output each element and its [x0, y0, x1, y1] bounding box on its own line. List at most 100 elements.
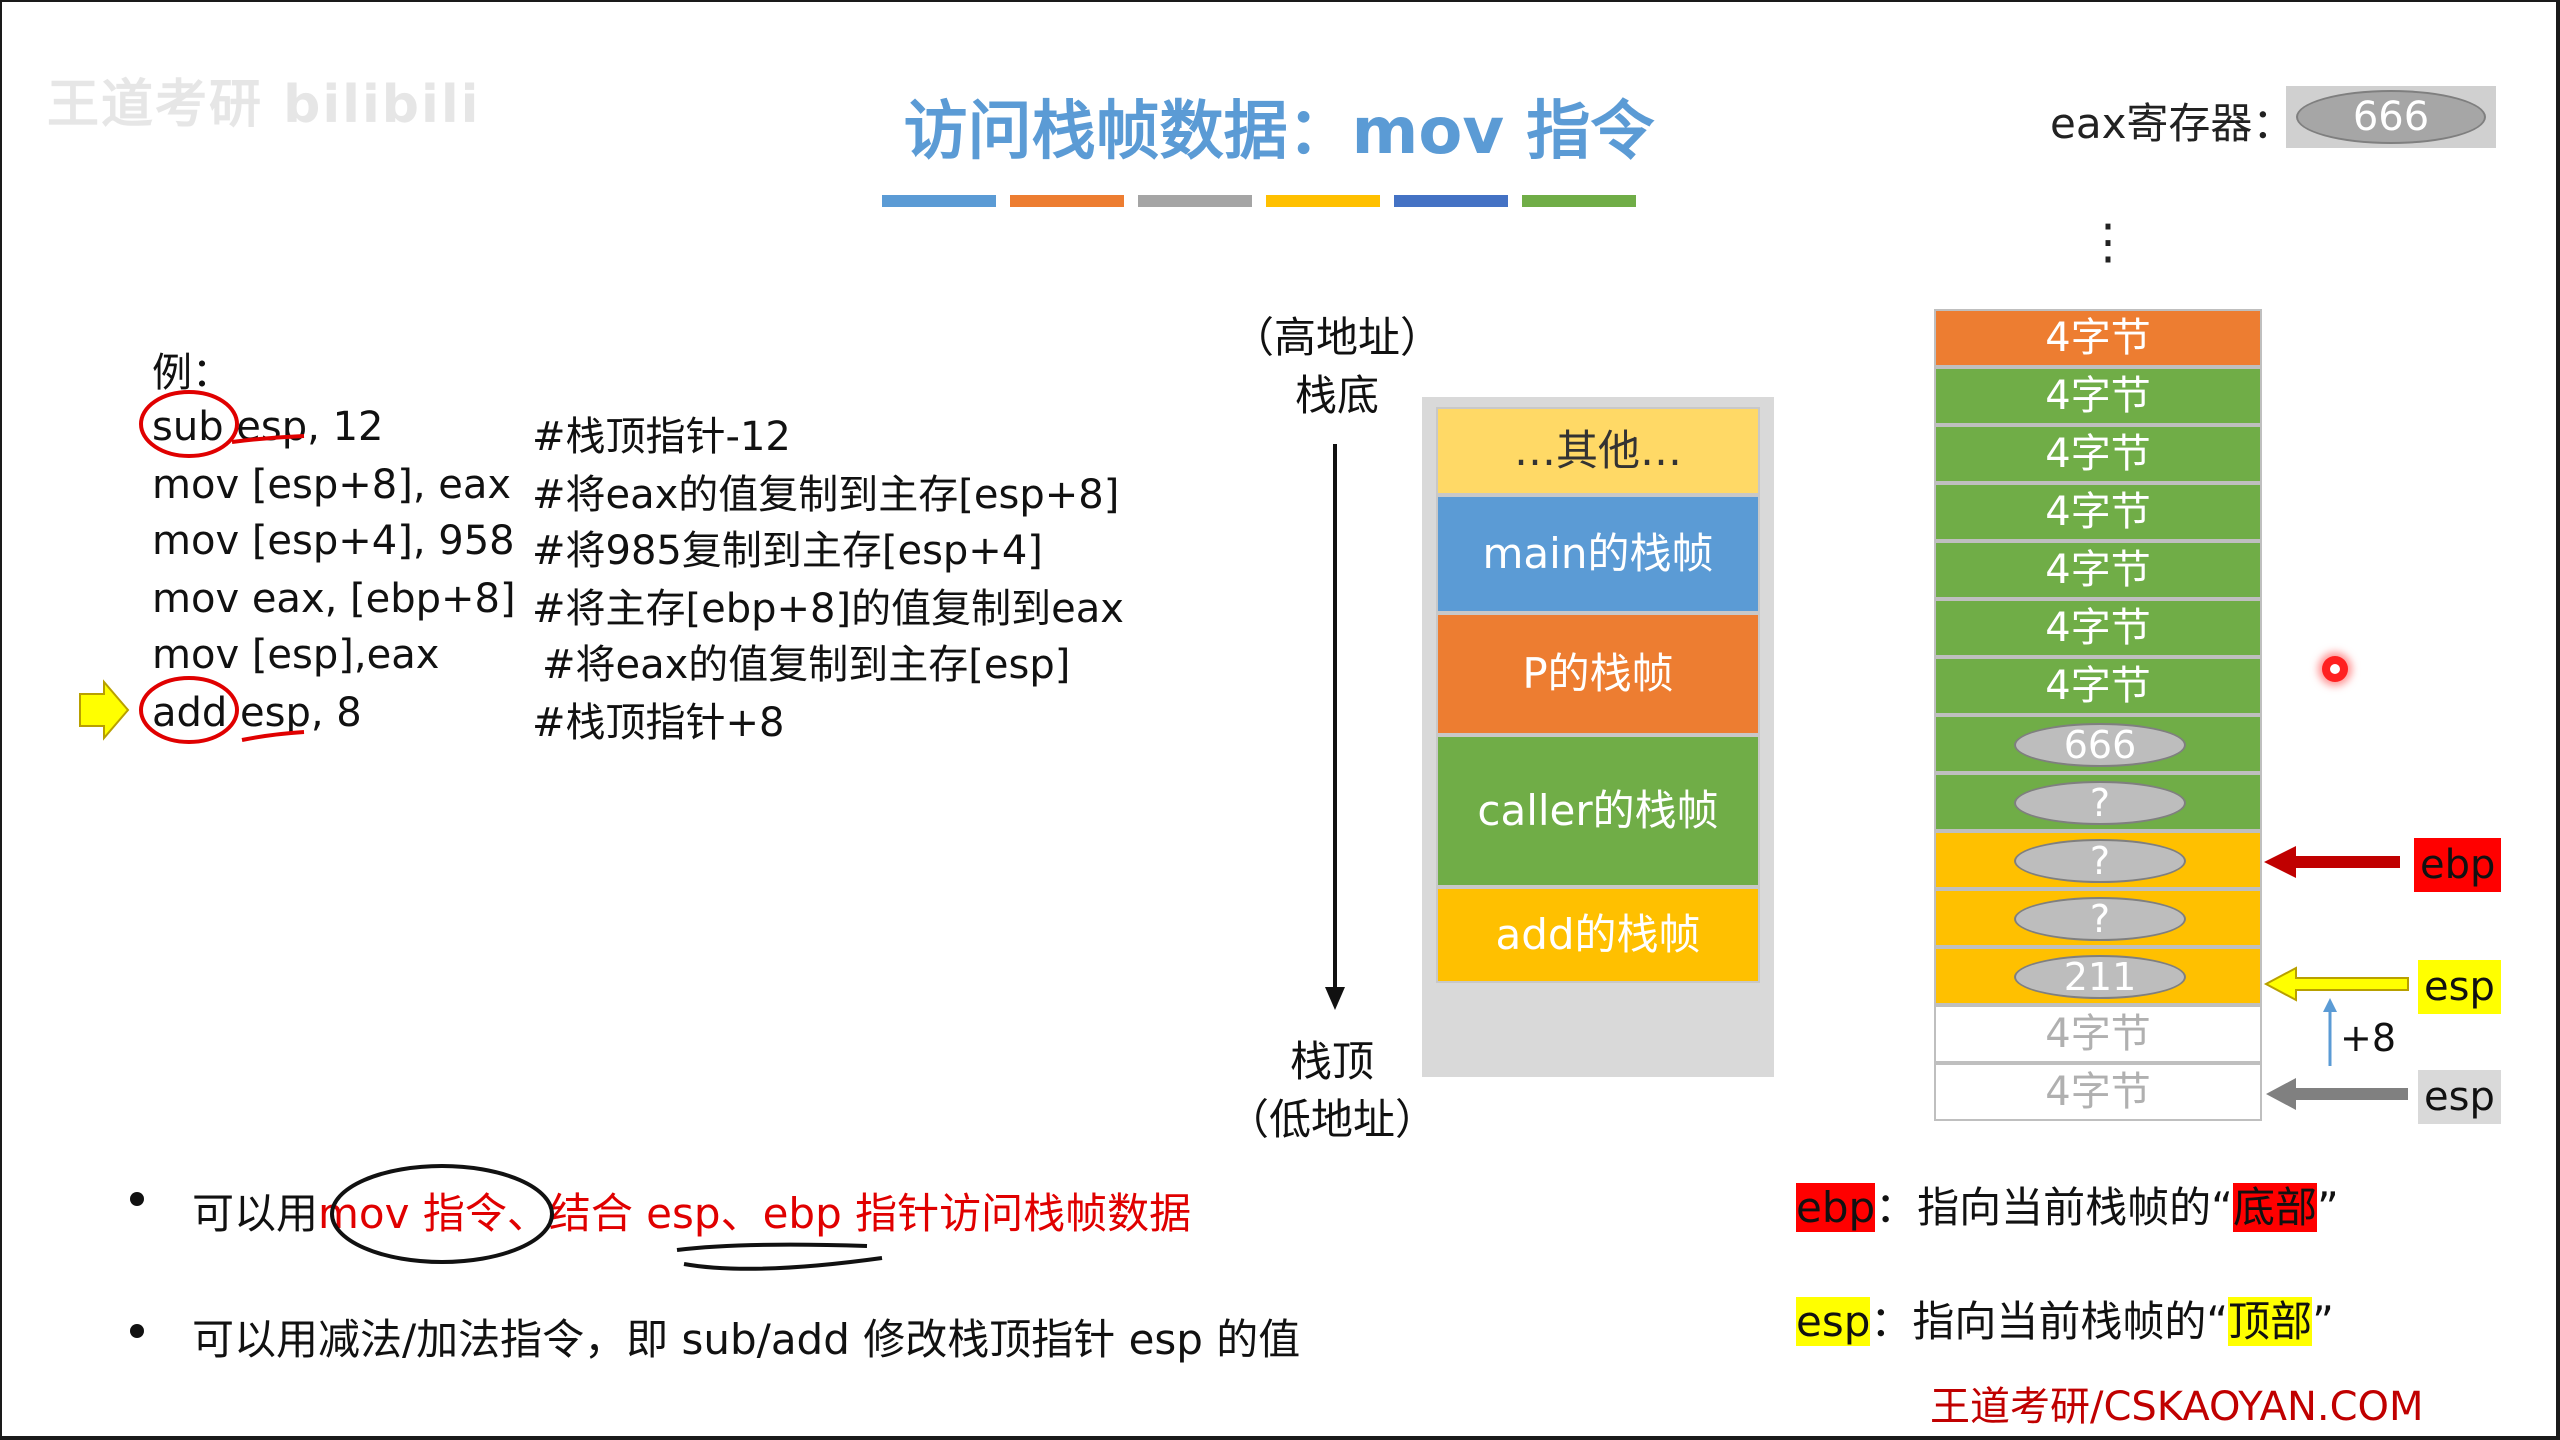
- title-color-bars: [882, 195, 1636, 207]
- offset-label: +8: [2340, 1016, 2397, 1060]
- eax-register-label: eax寄存器：: [2050, 99, 2295, 148]
- memory-cell-label-5: 4字节: [2045, 605, 2151, 651]
- memory-value-7: 666: [2014, 723, 2186, 767]
- bullet-annotations: [330, 1164, 883, 1271]
- memory-cell-label-3: 4字节: [2045, 489, 2151, 535]
- title-bar-3: [1266, 195, 1380, 207]
- ebp-pointer-label: ebp: [2414, 838, 2502, 892]
- title-bar-2: [1138, 195, 1252, 207]
- stack-direction-arrow: [1325, 444, 1345, 1010]
- bullet-1: 可以用mov 指令、结合 esp、ebp 指针访问栈帧数据: [192, 1180, 1191, 1241]
- code-comment-3: #将主存[ebp+8]的值复制到eax: [532, 586, 1124, 632]
- esp-ebp-underline-2: [683, 1256, 883, 1271]
- bullet-2: 可以用减法/加法指令，即 sub/add 修改栈顶指针 esp 的值: [192, 1315, 1301, 1364]
- sub-circle-mark: [139, 390, 239, 458]
- code-line-5: add esp, 8: [152, 690, 362, 736]
- memory-value-9: ?: [2014, 839, 2186, 883]
- memory-cell-2: 4字节: [1934, 425, 2262, 483]
- memory-cell-label-2: 4字节: [2045, 431, 2151, 477]
- low-address-label: （低地址）: [1226, 1095, 1437, 1144]
- esp-new-pointer-label: esp: [2418, 960, 2501, 1014]
- title-bar-1: [1010, 195, 1124, 207]
- ebp-arrow-icon: [2264, 846, 2400, 878]
- bullet-dot-1: [130, 1192, 144, 1206]
- esp-new-arrow-icon: [2263, 966, 2409, 1002]
- esp-note-text: ：指向当前栈帧的“: [1870, 1297, 2229, 1346]
- bullet-1-highlight: mov 指令、结合 esp、ebp 指针访问栈帧数据: [318, 1189, 1192, 1238]
- bullet-1-prefix: 可以用: [192, 1189, 319, 1238]
- stack-frame-0: …其他…: [1436, 407, 1760, 495]
- memory-cell-12: 4字节: [1934, 1005, 2262, 1063]
- memory-cell-11: 211: [1934, 947, 2262, 1005]
- code-comment-4: #将eax的值复制到主存[esp]: [542, 642, 1071, 688]
- stack-frame-3: caller的栈帧: [1436, 735, 1760, 887]
- memory-cell-label-4: 4字节: [2045, 547, 2151, 593]
- stack-frame-4: add的栈帧: [1436, 887, 1760, 983]
- bullet-dot-2: [130, 1324, 144, 1338]
- title-bar-5: [1522, 195, 1636, 207]
- memory-cell-label-1: 4字节: [2045, 373, 2151, 419]
- eax-register-value: 666: [2296, 90, 2486, 144]
- watermark: 王道考研 bilibili: [47, 75, 481, 135]
- memory-cell-13: 4字节: [1934, 1063, 2262, 1121]
- memory-cell-label-0: 4字节: [2045, 315, 2151, 361]
- esp-ebp-underline-1: [676, 1242, 868, 1252]
- code-comment-0: #栈顶指针-12: [532, 414, 791, 460]
- esp-underline-mark-2: [241, 730, 305, 742]
- memory-cell-9: ?: [1934, 831, 2262, 889]
- ebp-note-end: ”: [2316, 1183, 2339, 1232]
- memory-cell-10: ?: [1934, 889, 2262, 947]
- memory-cell-5: 4字节: [1934, 599, 2262, 657]
- memory-cell-8: ?: [1934, 773, 2262, 831]
- memory-cell-label-12: 4字节: [2045, 1011, 2151, 1057]
- memory-value-8: ?: [2014, 781, 2186, 825]
- page-title: 访问栈帧数据：mov 指令: [903, 95, 1655, 169]
- memory-ellipsis: ⋮: [2084, 214, 2132, 270]
- memory-cell-1: 4字节: [1934, 367, 2262, 425]
- title-bar-4: [1394, 195, 1508, 207]
- code-line-4: mov [esp],eax: [152, 632, 440, 678]
- code-comment-1: #将eax的值复制到主存[esp+8]: [532, 472, 1120, 518]
- memory-cell-6: 4字节: [1934, 657, 2262, 715]
- laser-pointer-center: [2330, 664, 2340, 674]
- memory-cell-4: 4字节: [1934, 541, 2262, 599]
- esp-note-word: 顶部: [2228, 1297, 2313, 1346]
- example-label: 例：: [152, 350, 232, 396]
- memory-cell-label-6: 4字节: [2045, 663, 2151, 709]
- esp-note-tag: esp: [1796, 1297, 1871, 1346]
- esp-note-end: ”: [2312, 1297, 2334, 1346]
- memory-cell-label-13: 4字节: [2045, 1069, 2151, 1115]
- mov-circle-mark: [330, 1164, 554, 1264]
- stack-top-label: 栈顶: [1289, 1037, 1374, 1086]
- memory-value-10: ?: [2014, 897, 2186, 941]
- pointer-arrows: [2263, 846, 2409, 1110]
- ebp-note-word: 底部: [2232, 1183, 2317, 1232]
- memory-value-11: 211: [2014, 955, 2186, 999]
- ebp-note-text: ：指向当前栈帧的“: [1875, 1183, 2233, 1232]
- ebp-note: ebp：指向当前栈帧的“底部”: [1796, 1174, 2339, 1235]
- current-line-arrow-icon: [79, 679, 130, 741]
- code-line-3: mov eax, [ebp+8]: [152, 576, 516, 622]
- stack-frame-2: P的栈帧: [1436, 613, 1760, 735]
- memory-cells: 4字节 4字节 4字节 4字节 4字节 4字节 4字节 666??? 211 4字节 4字节: [1934, 309, 2262, 1121]
- memory-cell-0: 4字节: [1934, 309, 2262, 367]
- code-line-2: mov [esp+4], 958: [152, 518, 515, 564]
- esp-note: esp：指向当前栈帧的“顶部”: [1796, 1288, 2334, 1349]
- stack-frame-1: main的栈帧: [1436, 495, 1760, 613]
- title-bar-0: [882, 195, 996, 207]
- footer-brand: 王道考研/CSKAOYAN.COM: [1930, 1384, 2424, 1430]
- code-comment-5: #栈顶指针+8: [532, 700, 785, 746]
- esp-old-pointer-label: esp: [2418, 1070, 2501, 1124]
- memory-cell-3: 4字节: [1934, 483, 2262, 541]
- code-line-1: mov [esp+8], eax: [152, 462, 512, 508]
- high-address-label: （高地址）: [1231, 313, 1442, 362]
- esp-old-arrow-icon: [2266, 1078, 2408, 1110]
- code-comment-2: #将985复制到主存[esp+4]: [532, 528, 1043, 574]
- code-annotations: [79, 390, 305, 744]
- esp-underline-mark-1: [231, 434, 305, 444]
- add-circle-mark: [139, 676, 239, 744]
- code-line-0: sub esp, 12: [152, 404, 384, 450]
- stack-bottom-label: 栈底: [1294, 371, 1379, 420]
